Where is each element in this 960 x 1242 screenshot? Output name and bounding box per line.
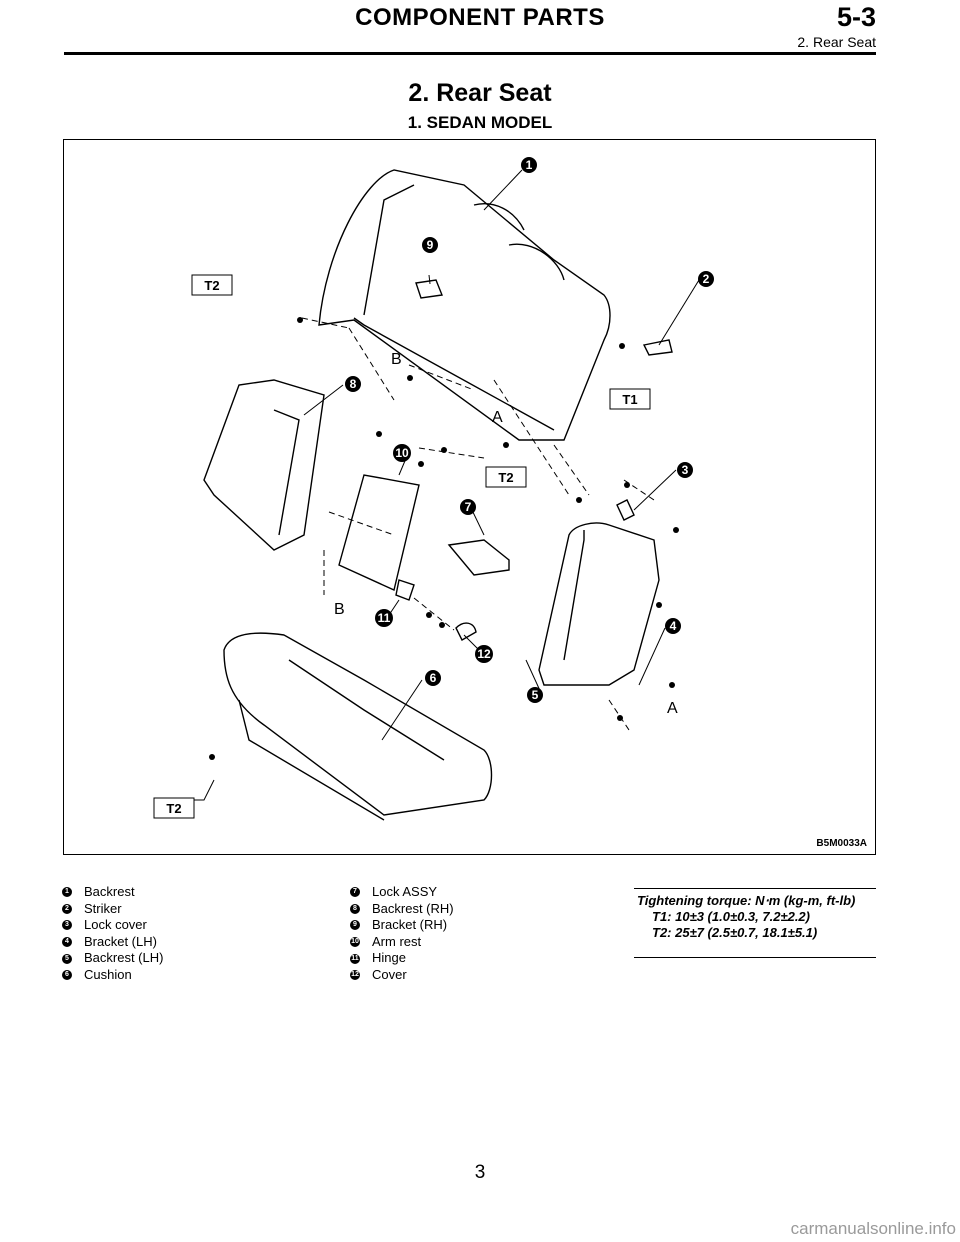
svg-text:T2: T2: [166, 801, 181, 816]
legend-item: 7 Lock ASSY: [350, 884, 454, 901]
legend-item: 2 Striker: [62, 901, 163, 918]
legend-item: 3 Lock cover: [62, 917, 163, 934]
torque-tag-t2-top: T2: [191, 274, 233, 296]
header-title: COMPONENT PARTS: [355, 4, 605, 31]
callout-7: 7: [460, 499, 476, 515]
legend-label: Backrest (RH): [372, 900, 454, 916]
legend-item: 1 Backrest: [62, 884, 163, 901]
backrest-lh-shape: [538, 522, 660, 686]
cushion-shape: [223, 632, 493, 816]
legend-number-badge: 2: [62, 903, 72, 914]
torque-t1: T1: 10±3 (1.0±0.3, 7.2±2.2): [652, 909, 810, 924]
legend-number-badge: 11: [350, 953, 360, 964]
legend-label: Striker: [84, 900, 122, 916]
svg-text:12: 12: [477, 647, 491, 661]
torque-spec-box: Tightening torque: N⋅m (kg-m, ft-lb) T1:…: [634, 888, 876, 958]
legend-item: 9 Bracket (RH): [350, 917, 454, 934]
legend-item: 10 Arm rest: [350, 934, 454, 951]
svg-text:A: A: [492, 409, 503, 426]
backrest-shape: [318, 169, 611, 441]
legend-number-badge: 10: [350, 937, 360, 948]
svg-text:A: A: [667, 700, 678, 717]
legend-number-badge: 7: [350, 887, 360, 898]
legend-item: 4 Bracket (LH): [62, 934, 163, 951]
callout-3: 3: [677, 462, 693, 478]
callout-11: 11: [375, 609, 393, 627]
svg-text:T2: T2: [204, 278, 219, 293]
watermark: carmanualsonline.info: [790, 1219, 956, 1238]
subsection-title: 1. SEDAN MODEL: [407, 113, 553, 132]
torque-t2: T2: 25±7 (2.5±0.7, 18.1±5.1): [652, 925, 818, 940]
section-code: 5-3: [836, 2, 876, 32]
legend-number-badge: 9: [350, 920, 360, 931]
legend-item: 5 Backrest (LH): [62, 950, 163, 967]
backrest-rh-shape: [203, 379, 325, 551]
legend-item: 6 Cushion: [62, 967, 163, 984]
torque-tag-t1: T1: [609, 388, 651, 410]
callout-8: 8: [345, 376, 361, 392]
svg-text:5: 5: [532, 688, 539, 702]
svg-text:B: B: [391, 351, 402, 368]
torque-tag-t2-mid: T2: [485, 466, 527, 488]
legend-label: Hinge: [372, 950, 406, 966]
svg-text:11: 11: [378, 611, 391, 625]
callout-9: 9: [422, 237, 438, 253]
legend-left: 1 Backrest 2 Striker 3 Lock cover 4 Bracket …: [62, 884, 163, 984]
torque-tag-t2-bottom: T2: [153, 797, 195, 819]
svg-text:T2: T2: [498, 470, 513, 485]
callout-2: 2: [698, 271, 714, 287]
callout-1: 1: [521, 157, 537, 173]
legend-label: Lock ASSY: [372, 884, 438, 899]
callout-markers: 1 2 3 4 5 6 7 8 9 10 11 12: [345, 157, 714, 703]
armrest-shape: [338, 474, 420, 591]
callout-5: 5: [527, 687, 543, 703]
svg-text:1: 1: [526, 158, 533, 172]
svg-text:T1: T1: [622, 392, 637, 407]
figure-code: B5M0033A: [816, 838, 867, 849]
svg-text:10: 10: [395, 446, 409, 460]
ref-letters: A B A B: [334, 351, 678, 717]
svg-text:2: 2: [703, 272, 710, 286]
legend-label: Bracket (LH): [84, 933, 157, 949]
legend-label: Lock cover: [84, 917, 147, 933]
legend-number-badge: 8: [350, 903, 360, 914]
torque-heading: Tightening torque: N⋅m (kg-m, ft-lb): [637, 893, 856, 908]
legend-label: Arm rest: [372, 933, 422, 949]
callout-12: 12: [475, 645, 493, 663]
page-number: 3: [474, 1162, 486, 1183]
legend-number-badge: 4: [62, 937, 72, 948]
legend-item: 8 Backrest (RH): [350, 901, 454, 918]
legend-number-badge: 3: [62, 920, 72, 931]
legend-number-badge: 1: [62, 887, 72, 898]
torque-tags: T2 T1 T2 T2: [153, 274, 651, 819]
svg-text:8: 8: [350, 377, 357, 391]
legend-item: 12 Cover: [350, 967, 454, 984]
legend-label: Cover: [372, 966, 407, 982]
svg-text:B: B: [334, 601, 345, 618]
legend-number-badge: 5: [62, 953, 72, 964]
exploded-diagram: 1 2 3 4 5 6 7 8 9 10 11 12 T2 T1 T2 T2 A…: [63, 139, 876, 855]
header-subtitle: 2. Rear Seat: [797, 34, 876, 50]
legend-item: 11 Hinge: [350, 950, 454, 967]
svg-text:6: 6: [430, 671, 437, 685]
header-rule: [64, 52, 876, 55]
callout-10: 10: [393, 444, 411, 462]
section-title: 2. Rear Seat: [408, 79, 552, 107]
legend-label: Backrest (LH): [84, 950, 164, 966]
svg-text:7: 7: [465, 500, 472, 514]
legend-label: Bracket (RH): [372, 917, 448, 933]
callout-4: 4: [665, 618, 681, 634]
legend-number-badge: 12: [350, 970, 360, 981]
legend-label: Backrest: [84, 884, 135, 899]
svg-text:3: 3: [682, 463, 689, 477]
svg-text:9: 9: [427, 238, 434, 252]
callout-6: 6: [425, 670, 441, 686]
diagram-drawing: 1 2 3 4 5 6 7 8 9 10 11 12 T2 T1 T2 T2 A…: [153, 157, 714, 821]
legend-number-badge: 6: [62, 970, 72, 981]
svg-text:4: 4: [670, 619, 677, 633]
legend-label: Cushion: [84, 966, 132, 982]
